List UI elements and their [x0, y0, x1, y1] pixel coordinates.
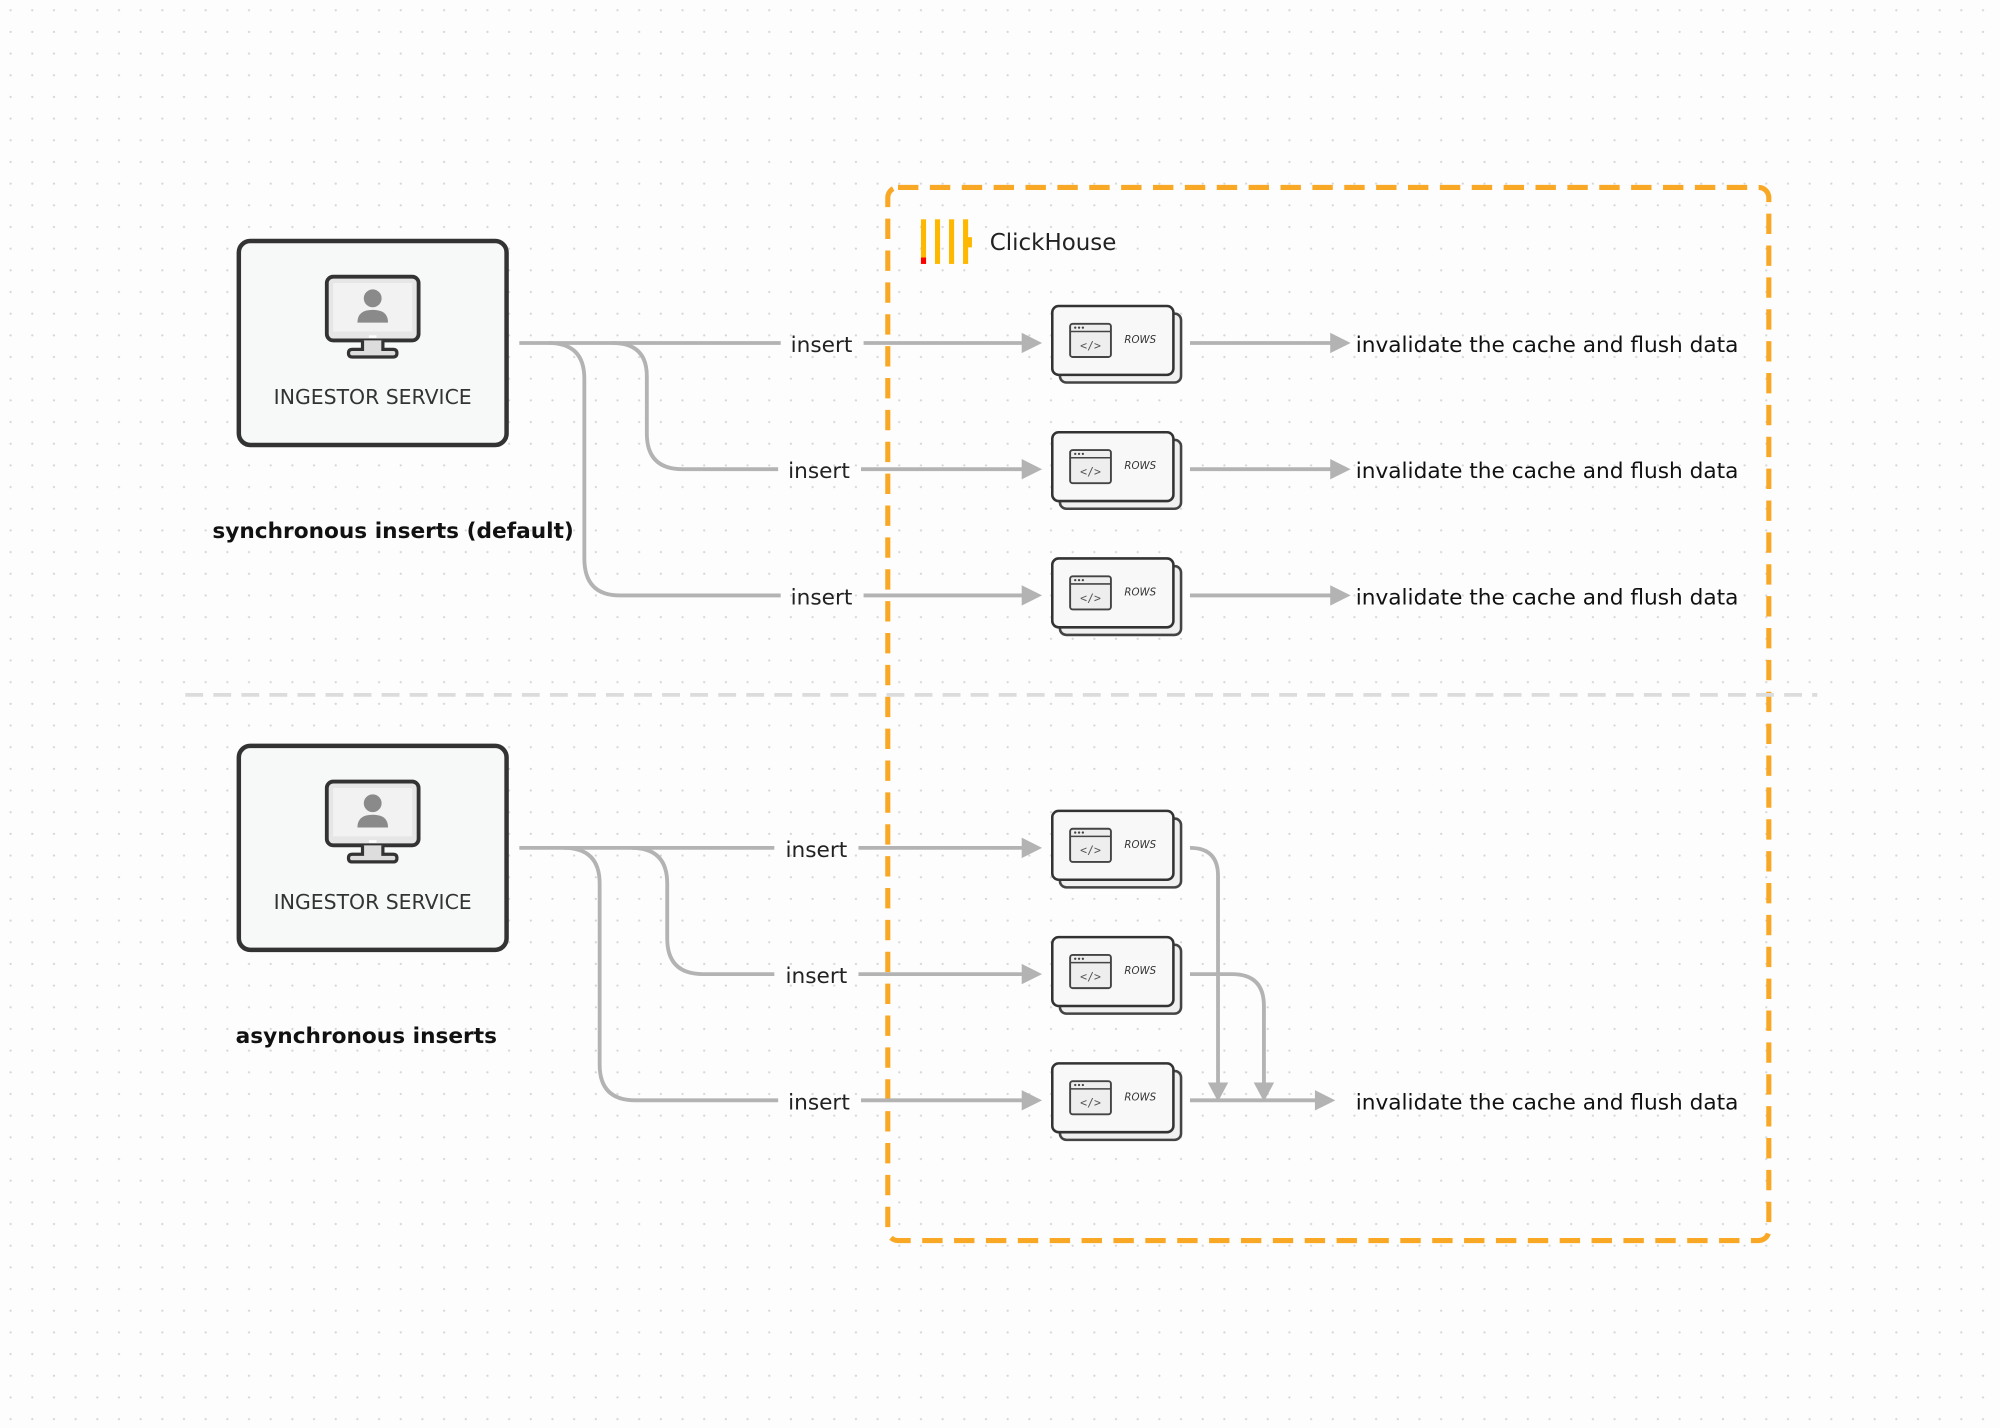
- async-row-1: insert ROWS: [786, 809, 1229, 1102]
- clickhouse-logo-icon: [920, 219, 972, 264]
- arrow-icon: [1207, 1082, 1229, 1102]
- rows-label: ROWS: [1124, 840, 1156, 851]
- result-label: invalidate the cache and flush data: [1356, 585, 1739, 610]
- async-connectors: [519, 845, 779, 1103]
- rows-label: ROWS: [1124, 335, 1156, 346]
- rows-label: ROWS: [1124, 461, 1156, 472]
- insert-label: insert: [788, 1090, 850, 1115]
- arrow-icon: [1330, 459, 1351, 480]
- arrow-icon: [1330, 332, 1351, 354]
- sync-connectors: [519, 341, 781, 598]
- arrow-icon: [1314, 1090, 1336, 1111]
- async-caption: asynchronous inserts: [236, 1024, 497, 1049]
- sync-row-1: insert ROWS invalidate the cache and flu…: [791, 304, 1739, 384]
- rows-label: ROWS: [1124, 1092, 1156, 1103]
- sync-caption: synchronous inserts (default): [212, 519, 573, 544]
- rows-label: ROWS: [1124, 966, 1156, 977]
- rows-label: ROWS: [1124, 587, 1156, 598]
- result-label: invalidate the cache and flush data: [1356, 333, 1739, 358]
- arrow-icon: [1330, 585, 1351, 606]
- insert-label: insert: [786, 964, 848, 989]
- rows-block-icon: [1051, 1062, 1183, 1142]
- arrow-icon: [1021, 1090, 1043, 1111]
- rows-block-icon: [1051, 935, 1183, 1015]
- clickhouse-container: [885, 184, 1772, 1244]
- insert-label: insert: [791, 585, 853, 610]
- sync-row-3: insert ROWS invalidate the cache and flu…: [791, 557, 1739, 637]
- ingestor-service-sync: INGESTOR SERVICE: [236, 238, 509, 448]
- rows-block-icon: [1051, 809, 1183, 889]
- async-result-label: invalidate the cache and flush data: [1356, 1090, 1739, 1115]
- rows-block-icon: [1051, 557, 1183, 637]
- async-row-2: insert ROWS: [786, 935, 1275, 1102]
- arrow-icon: [1021, 585, 1043, 606]
- ingestor-service-async: INGESTOR SERVICE: [236, 743, 509, 953]
- arrow-icon: [1021, 837, 1043, 859]
- rows-block-icon: [1051, 430, 1183, 511]
- arrow-icon: [1021, 459, 1043, 480]
- service-label: INGESTOR SERVICE: [274, 385, 472, 409]
- insert-label: insert: [791, 333, 853, 358]
- insert-label: insert: [788, 459, 850, 484]
- result-label: invalidate the cache and flush data: [1356, 459, 1739, 484]
- rows-block-icon: [1051, 304, 1183, 384]
- arrow-icon: [1253, 1082, 1275, 1102]
- arrow-icon: [1021, 332, 1043, 354]
- arrow-icon: [1021, 963, 1043, 985]
- insert-label: insert: [786, 838, 848, 863]
- clickhouse-title: ClickHouse: [990, 230, 1117, 256]
- service-label: INGESTOR SERVICE: [274, 890, 472, 914]
- async-row-3: insert ROWS: [788, 1062, 1336, 1142]
- sync-row-2: insert ROWS invalidate the cache and flu…: [788, 430, 1739, 511]
